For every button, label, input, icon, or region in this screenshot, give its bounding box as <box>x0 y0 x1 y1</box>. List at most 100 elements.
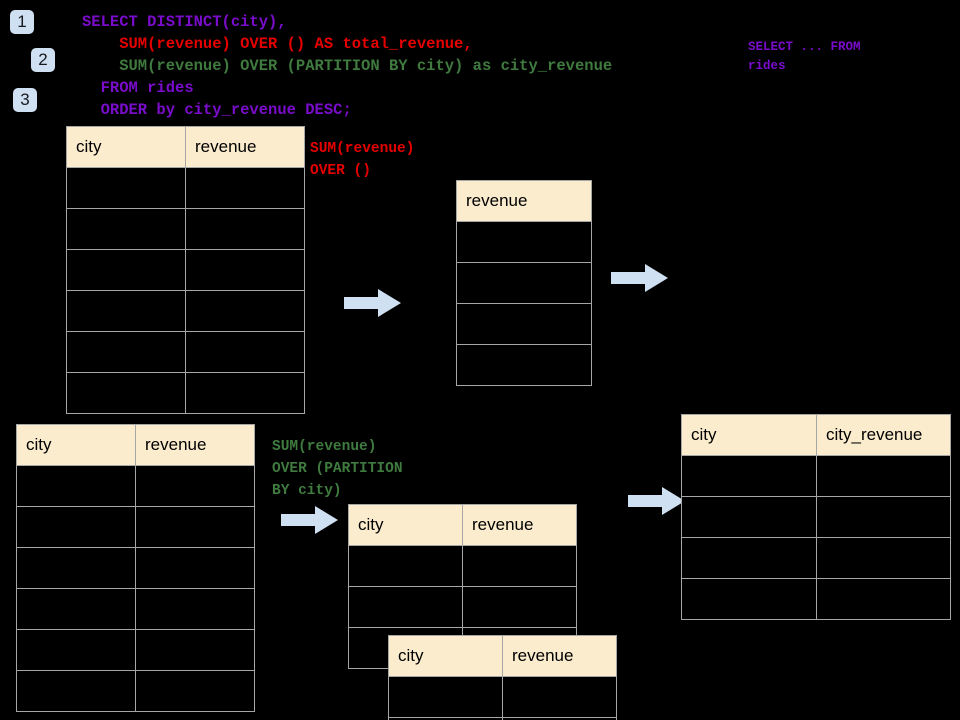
table-cell <box>502 717 617 720</box>
table-cell <box>462 586 577 628</box>
sql-line-select-distinct: SELECT DISTINCT(city), <box>82 13 287 31</box>
sql-line-from-rides: FROM rides <box>82 79 194 97</box>
arrow-source-to-partition-icon <box>281 505 339 535</box>
table-cell <box>681 496 817 538</box>
table-cell <box>348 586 463 628</box>
table-cell <box>816 496 951 538</box>
column-header-revenue: revenue <box>462 504 577 546</box>
table-cell <box>348 545 463 587</box>
table-row <box>681 455 951 497</box>
table-cell <box>816 578 951 620</box>
table-row <box>16 547 255 589</box>
table-total-revenue: revenue <box>456 180 592 386</box>
table-header-row: city revenue <box>388 635 617 677</box>
table-cell <box>66 208 186 250</box>
table-row <box>348 586 577 628</box>
table-row <box>456 344 592 386</box>
table-cell <box>66 331 186 373</box>
table-cell <box>816 537 951 579</box>
table-row <box>681 578 951 620</box>
column-header-city-revenue: city_revenue <box>816 414 951 456</box>
arrow-source-to-total-icon <box>344 288 402 318</box>
table-cell <box>502 676 617 718</box>
table-header-row: city city_revenue <box>681 414 951 456</box>
table-cell <box>66 372 186 414</box>
table-cell <box>185 290 305 332</box>
table-cell <box>185 208 305 250</box>
table-cell <box>456 303 592 345</box>
table-row <box>348 545 577 587</box>
step-badge-1: 1 <box>10 10 34 34</box>
column-header-city: city <box>16 424 136 466</box>
step-badge-3: 3 <box>13 88 37 112</box>
table-row <box>66 167 305 209</box>
arrow-partition-to-result-icon <box>628 486 686 516</box>
table-rides-source-bottom: city revenue <box>16 424 255 712</box>
table-cell <box>462 545 577 587</box>
table-header-row: city revenue <box>348 504 577 546</box>
table-row <box>16 506 255 548</box>
table-cell <box>135 629 255 671</box>
table-row <box>16 588 255 630</box>
table-row <box>66 372 305 414</box>
table-row <box>388 676 617 718</box>
column-header-revenue: revenue <box>135 424 255 466</box>
annotation-sum-over-empty: SUM(revenue) OVER () <box>310 141 415 179</box>
table-cell <box>16 547 136 589</box>
table-cell <box>16 629 136 671</box>
sql-line-sum-over-empty: SUM(revenue) OVER () AS total_revenue, <box>82 35 473 53</box>
table-cell <box>135 506 255 548</box>
table-cell <box>16 465 136 507</box>
table-cell <box>135 670 255 712</box>
step-badge-2: 2 <box>31 48 55 72</box>
table-cell <box>456 221 592 263</box>
table-header-row: city revenue <box>16 424 255 466</box>
table-cell <box>456 344 592 386</box>
table-cell <box>185 331 305 373</box>
table-cell <box>185 372 305 414</box>
table-cell <box>66 290 186 332</box>
table-row <box>66 290 305 332</box>
table-row <box>66 208 305 250</box>
table-cell <box>16 670 136 712</box>
sql-line-order-by: ORDER by city_revenue DESC; <box>82 101 352 119</box>
table-row <box>16 629 255 671</box>
table-cell <box>66 167 186 209</box>
table-row <box>456 262 592 304</box>
table-cell <box>66 249 186 291</box>
table-cell <box>185 249 305 291</box>
table-row <box>388 717 617 720</box>
column-header-city: city <box>681 414 817 456</box>
table-cell <box>681 455 817 497</box>
table-header-row: city revenue <box>66 126 305 168</box>
table-cell <box>16 588 136 630</box>
column-header-city: city <box>348 504 463 546</box>
table-row <box>16 670 255 712</box>
column-header-city: city <box>388 635 503 677</box>
table-final-result: city city_revenue <box>681 414 951 620</box>
annotation-select-from-rides: SELECT ... FROM rides <box>748 40 861 73</box>
table-row <box>456 303 592 345</box>
column-header-revenue: revenue <box>456 180 592 222</box>
table-row <box>66 249 305 291</box>
table-cell <box>185 167 305 209</box>
table-cell <box>135 588 255 630</box>
table-cell <box>135 465 255 507</box>
table-cell <box>16 506 136 548</box>
table-cell <box>456 262 592 304</box>
annotation-sum-over-partition: SUM(revenue) OVER (PARTITION BY city) <box>272 439 403 499</box>
table-header-row: revenue <box>456 180 592 222</box>
column-header-revenue: revenue <box>185 126 305 168</box>
table-row <box>681 496 951 538</box>
sql-line-sum-over-partition: SUM(revenue) OVER (PARTITION BY city) as… <box>82 57 613 75</box>
table-cell <box>388 676 503 718</box>
table-row <box>16 465 255 507</box>
table-rides-source-top: city revenue <box>66 126 305 414</box>
table-cell <box>681 537 817 579</box>
column-header-city: city <box>66 126 186 168</box>
table-cell <box>681 578 817 620</box>
arrow-total-to-right-icon <box>611 263 669 293</box>
table-partition-group-front: city revenue <box>388 635 617 720</box>
table-row <box>681 537 951 579</box>
